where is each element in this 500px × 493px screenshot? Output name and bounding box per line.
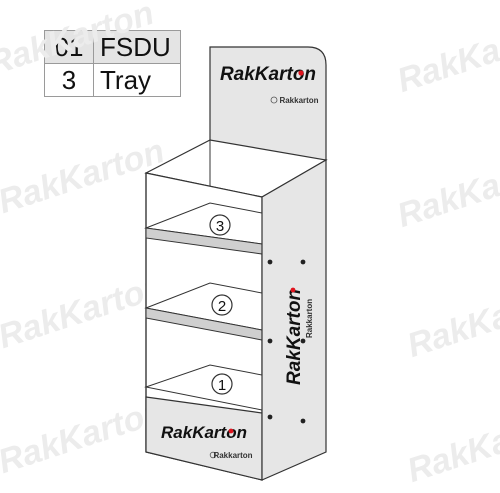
- spec-quantity: 01: [44, 30, 94, 64]
- base-brand-sub: Rakkarton: [213, 451, 252, 460]
- spec-type: FSDU: [93, 30, 181, 64]
- logo-mark-icon: [209, 451, 217, 459]
- rivet-icon: [300, 338, 306, 344]
- shelf-number: 1: [218, 377, 226, 394]
- logo-dot-icon: [298, 70, 304, 76]
- watermark: RakKarton: [0, 392, 169, 481]
- stand-body: RakKarton Rakkarton RakKarton Rakkarton: [144, 139, 328, 481]
- rivet-icon: [267, 259, 273, 265]
- header-brand-logo: RakKarton: [220, 64, 316, 85]
- base-brand-logo: RakKarton: [161, 423, 247, 442]
- shelf-marker-2: 2: [211, 294, 233, 316]
- logo-dot-icon: [228, 428, 234, 434]
- side-brand-logo: RakKarton: [284, 289, 305, 385]
- watermark: RakKarton: [393, 146, 500, 235]
- spec-type: Tray: [93, 63, 181, 97]
- spec-row: 01 FSDU: [44, 30, 181, 64]
- rivet-icon: [267, 414, 273, 420]
- header-brand-sub: Rakkarton: [279, 96, 318, 105]
- watermark: RakKarton: [403, 276, 500, 365]
- shelf-number: 3: [216, 218, 224, 235]
- rivet-icon: [267, 338, 273, 344]
- logo-mark-icon: [270, 96, 278, 104]
- shelf-number: 2: [218, 298, 226, 315]
- side-brand-sub: Rakkarton: [305, 299, 314, 338]
- watermark: RakKarton: [0, 132, 169, 221]
- watermark: RakKarton: [403, 401, 500, 490]
- shelf-marker-1: 1: [211, 373, 233, 395]
- watermark: RakKarton: [0, 0, 158, 83]
- logo-dot-icon: [290, 287, 296, 293]
- shelf-marker-3: 3: [209, 214, 231, 236]
- watermark: RakKarton: [0, 267, 169, 356]
- spec-row: 3 Tray: [44, 63, 181, 97]
- spec-table: 01 FSDU 3 Tray: [44, 30, 181, 97]
- spec-quantity: 3: [44, 63, 94, 97]
- header-board: RakKarton Rakkarton: [209, 46, 327, 161]
- watermark: RakKarton: [393, 11, 500, 100]
- rivet-icon: [300, 259, 306, 265]
- rivet-icon: [300, 418, 306, 424]
